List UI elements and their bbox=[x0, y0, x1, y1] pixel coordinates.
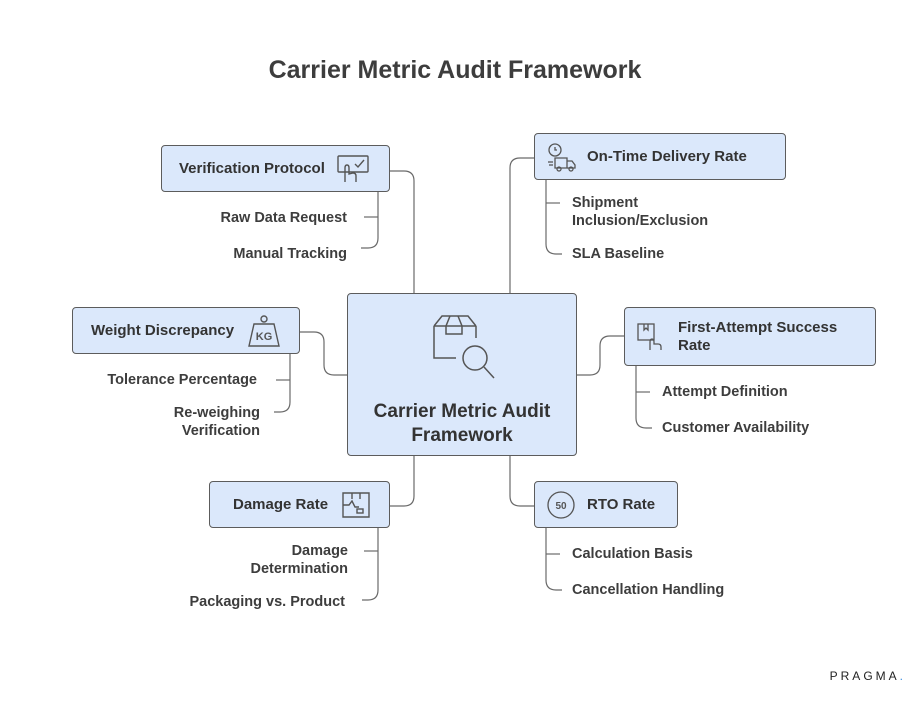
branch-verification-protocol: Verification Protocol bbox=[161, 145, 390, 192]
leaf-customer-availability: Customer Availability bbox=[662, 420, 810, 436]
branch-rto-rate: 50 RTO Rate bbox=[534, 481, 678, 528]
branch-label: Weight Discrepancy bbox=[91, 322, 235, 339]
leaf-sla-baseline: SLA Baseline bbox=[572, 246, 665, 262]
parcel-hand-icon bbox=[636, 322, 666, 352]
svg-text:50: 50 bbox=[555, 501, 567, 512]
rto-badge-icon: 50 bbox=[546, 490, 576, 520]
leaf-raw-data-request: Raw Data Request bbox=[220, 210, 347, 226]
branch-label: Damage Rate bbox=[233, 496, 329, 513]
branch-damage-rate: Damage Rate bbox=[209, 481, 390, 528]
branch-label: Verification Protocol bbox=[179, 160, 325, 177]
leaf-re-weighing-verification: Re-weighing Verification bbox=[173, 405, 260, 439]
diagram-title: Carrier Metric Audit Framework bbox=[268, 56, 642, 84]
leaf-cancellation-handling: Cancellation Handling bbox=[572, 582, 725, 598]
package-search-icon bbox=[428, 312, 500, 389]
leaf-damage-determination: Damage Determination bbox=[250, 543, 349, 577]
branch-on-time-delivery-rate: On-Time Delivery Rate bbox=[534, 133, 786, 180]
center-label: Carrier Metric Audit Framework bbox=[373, 401, 551, 446]
brand-logo: PRAGMA. bbox=[829, 669, 906, 683]
damaged-box-icon bbox=[340, 489, 372, 521]
branch-label: On-Time Delivery Rate bbox=[587, 148, 747, 165]
weight-kg-icon: KG bbox=[247, 314, 281, 348]
leaf-tolerance-percentage: Tolerance Percentage bbox=[107, 372, 257, 388]
leaf-attempt-definition: Attempt Definition bbox=[662, 384, 788, 400]
hand-touch-icon bbox=[337, 154, 369, 184]
branch-weight-discrepancy: Weight Discrepancy KG bbox=[72, 307, 300, 354]
leaf-manual-tracking: Manual Tracking bbox=[233, 246, 347, 262]
leaf-packaging-vs-product: Packaging vs. Product bbox=[189, 594, 345, 610]
delivery-truck-clock-icon bbox=[547, 142, 577, 172]
branch-first-attempt-success-rate: First-Attempt Success Rate bbox=[624, 307, 876, 366]
svg-text:KG: KG bbox=[256, 331, 273, 343]
branch-label: First-Attempt Success Rate bbox=[678, 318, 838, 354]
leaf-shipment-inclusion-exclusion: Shipment Inclusion/Exclusion bbox=[572, 195, 709, 229]
branch-label: RTO Rate bbox=[587, 496, 656, 513]
leaf-calculation-basis: Calculation Basis bbox=[572, 546, 693, 562]
center-node: Carrier Metric Audit Framework bbox=[347, 293, 577, 456]
